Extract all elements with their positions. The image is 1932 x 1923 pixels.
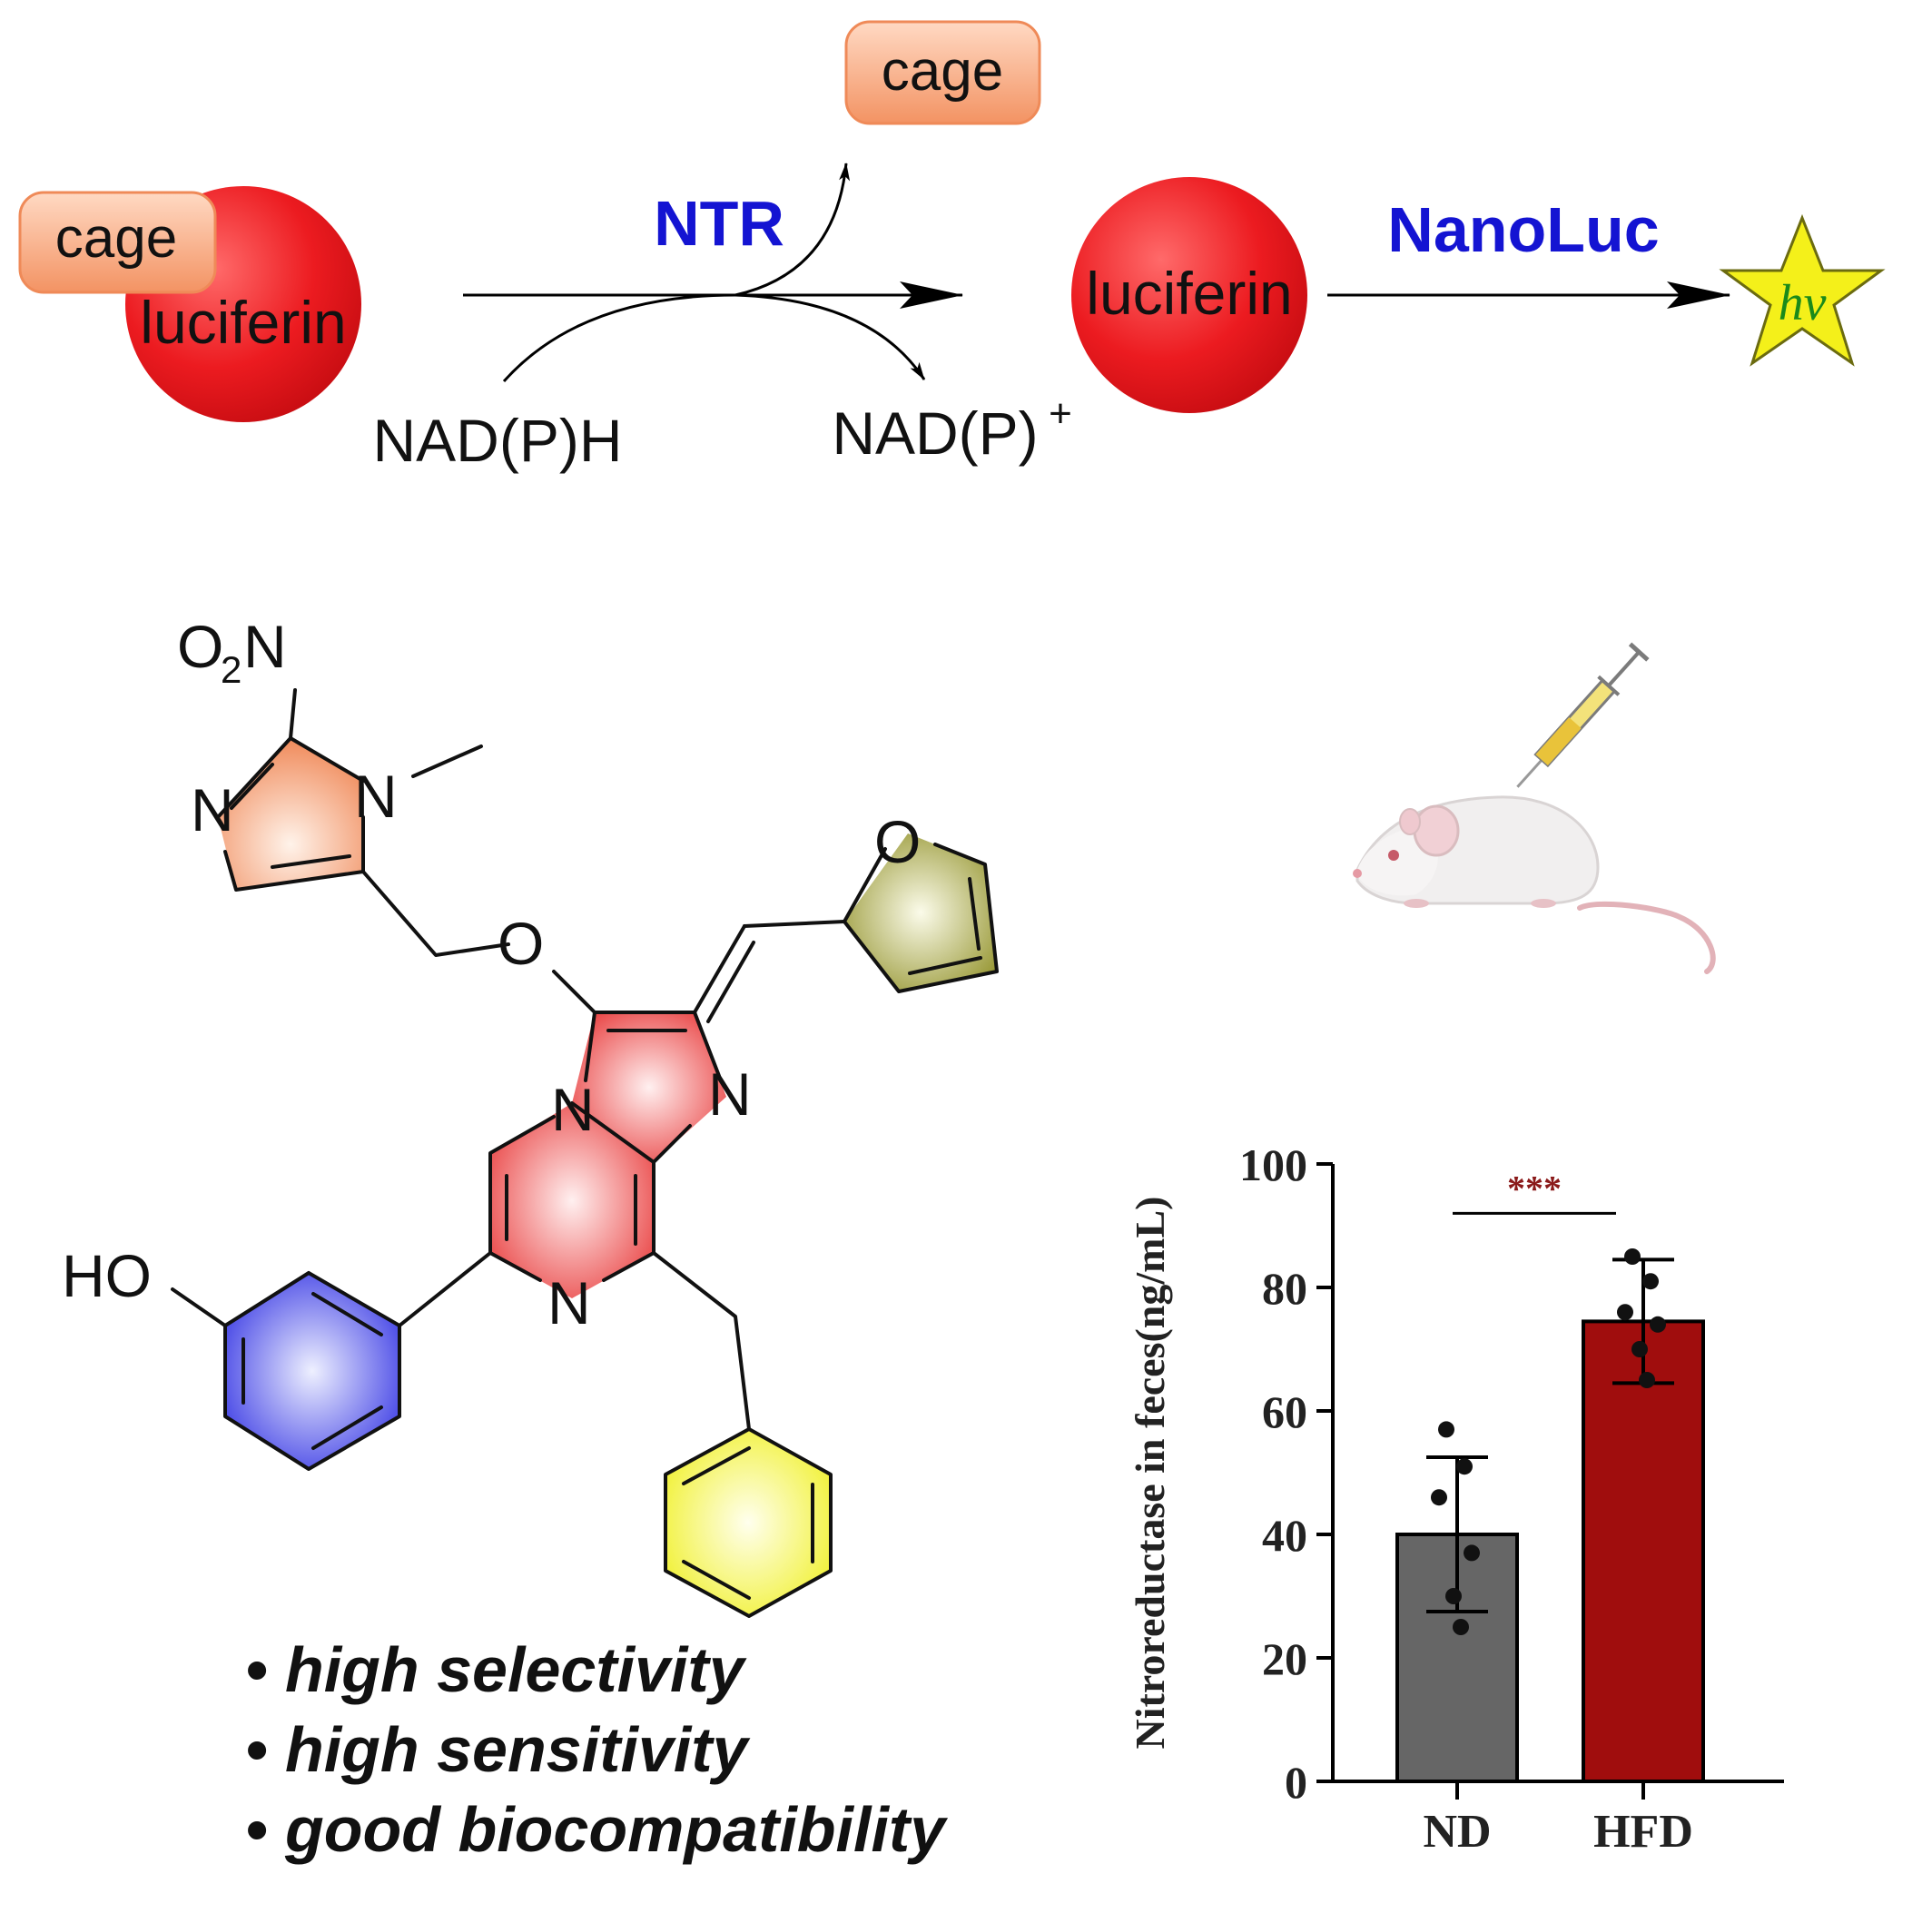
nitroimidazole-double-bonds (230, 763, 351, 869)
probe-molecule: O 2 N N N O O N N N HO (62, 613, 999, 1618)
bar-hfd (1582, 1319, 1705, 1784)
data-point (1624, 1248, 1641, 1265)
furan-o-label: O (874, 808, 921, 875)
substrate-cage-label: cage (55, 207, 177, 270)
hydroxyphenyl-double-bonds (242, 1292, 383, 1450)
exocyclic-double-bond (693, 924, 755, 1023)
feature-item-selectivity: • high selectivity (245, 1634, 744, 1705)
mouse-icon (1353, 795, 1716, 974)
o-core-bond (552, 970, 596, 1014)
imidazopyrazine-five-ring (572, 1012, 726, 1162)
y-tick-label: 100 (1239, 1139, 1307, 1190)
hydroxyphenyl-ring (225, 1273, 399, 1469)
feature-item-sensitivity: • high sensitivity (245, 1714, 748, 1785)
benzyl-bonds (664, 1427, 833, 1618)
nitro-subscript: 2 (221, 648, 242, 691)
furan-ring (844, 833, 997, 991)
hydroxyl-label: HO (62, 1242, 152, 1309)
nitro-n-label: N (243, 613, 287, 680)
nitro-bond (289, 688, 297, 740)
feature-item-biocompatibility: • good biocompatibility (245, 1794, 946, 1865)
syringe-icon (1516, 642, 1650, 788)
benzyl-ring (665, 1429, 831, 1616)
substrate-luciferin-label: luciferin (140, 289, 346, 356)
data-point (1438, 1421, 1454, 1438)
released-cage-box (844, 20, 1041, 125)
cofactor-out-curve (734, 293, 926, 380)
x-tick-label-nd: ND (1423, 1806, 1491, 1858)
ether-o-label: O (498, 910, 544, 977)
product-luciferin-label: luciferin (1086, 260, 1292, 327)
significance-marker: *** (1507, 1168, 1562, 1208)
y-tick-label: 40 (1262, 1510, 1307, 1561)
furan-double-bonds (908, 877, 982, 975)
nitroimidazole-ring (218, 738, 363, 890)
y-tick-label: 80 (1262, 1263, 1307, 1314)
cofactor-out-label: NAD(P) (832, 399, 1038, 467)
data-point (1453, 1619, 1469, 1635)
aryl-link (398, 1251, 492, 1327)
product-luciferin-sphere (1071, 177, 1307, 413)
cage-release-curve (734, 163, 851, 297)
light-star-icon (1719, 213, 1886, 367)
y-tick-label: 20 (1262, 1633, 1307, 1684)
core-n-six-label: N (547, 1269, 591, 1336)
core-n-bridge-label: N (551, 1076, 595, 1143)
substrate-cage-box (18, 191, 217, 294)
hydroxyl-bond (171, 1287, 227, 1327)
nitroimidazole-bonds (216, 736, 365, 892)
six-ring-double-bonds (505, 1174, 637, 1246)
imidazole-n1-label: N (354, 763, 398, 830)
y-tick-label: 60 (1262, 1386, 1307, 1437)
n-methyl-bond (411, 745, 483, 778)
vinyl-to-furan (743, 920, 846, 928)
data-point (1456, 1458, 1473, 1475)
cofactor-in-curve (502, 293, 736, 383)
furan-bonds (843, 843, 999, 993)
x-tick-label-hfd: HFD (1593, 1806, 1693, 1858)
core-n-five-label: N (708, 1060, 752, 1128)
reaction-scheme: cage luciferin NTR cage NAD(P)H NAD(P) +… (18, 20, 1886, 474)
y-axis-title: Nitroreductase in feces(ng/mL) (1127, 1197, 1173, 1750)
data-point (1642, 1273, 1659, 1290)
nanoluc-label: NanoLuc (1387, 194, 1659, 265)
data-point (1631, 1341, 1648, 1357)
light-hv-label: hv (1779, 275, 1827, 331)
benzyl-double-bonds (682, 1446, 814, 1600)
feature-list: • high selectivity • high sensitivity • … (245, 1630, 945, 1869)
data-point (1431, 1489, 1447, 1506)
nitro-o-label: O (177, 613, 223, 680)
imidazopyrazine-six-ring (490, 1103, 654, 1298)
released-cage-label: cage (882, 40, 1003, 103)
imidazole-n3-label: N (191, 776, 234, 843)
data-point (1617, 1304, 1633, 1321)
mouse-injection-illustration (1353, 642, 1716, 974)
cofactor-out-charge: + (1049, 391, 1072, 436)
benzyl-ch2 (652, 1251, 751, 1431)
data-point (1445, 1588, 1462, 1604)
ch2-linker (361, 870, 510, 957)
cofactor-in-label: NAD(P)H (373, 407, 623, 474)
data-point (1650, 1316, 1666, 1333)
y-tick-label: 0 (1285, 1757, 1307, 1808)
ntr-label: NTR (654, 188, 784, 259)
data-point (1464, 1544, 1480, 1562)
data-point (1639, 1372, 1655, 1388)
